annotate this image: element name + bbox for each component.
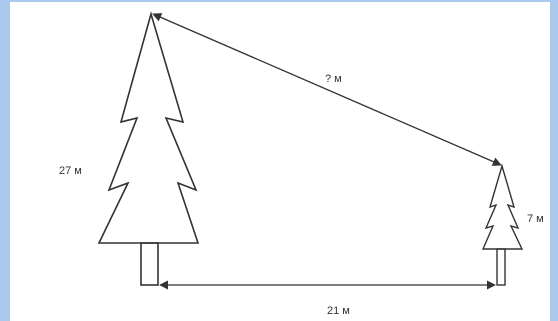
short-tree (481, 163, 524, 286)
top-distance-arrow (152, 13, 502, 166)
short-tree-trunk (496, 248, 506, 286)
tall-tree (97, 11, 200, 286)
short-tree-crown (481, 163, 524, 250)
short-height-label: 7 м (527, 213, 544, 225)
distance-label: ? м (325, 73, 342, 85)
tall-height-label: 27 м (59, 165, 82, 177)
tall-tree-crown (97, 11, 200, 244)
ground-distance-label: 21 м (327, 305, 350, 317)
tall-tree-trunk (140, 242, 159, 286)
